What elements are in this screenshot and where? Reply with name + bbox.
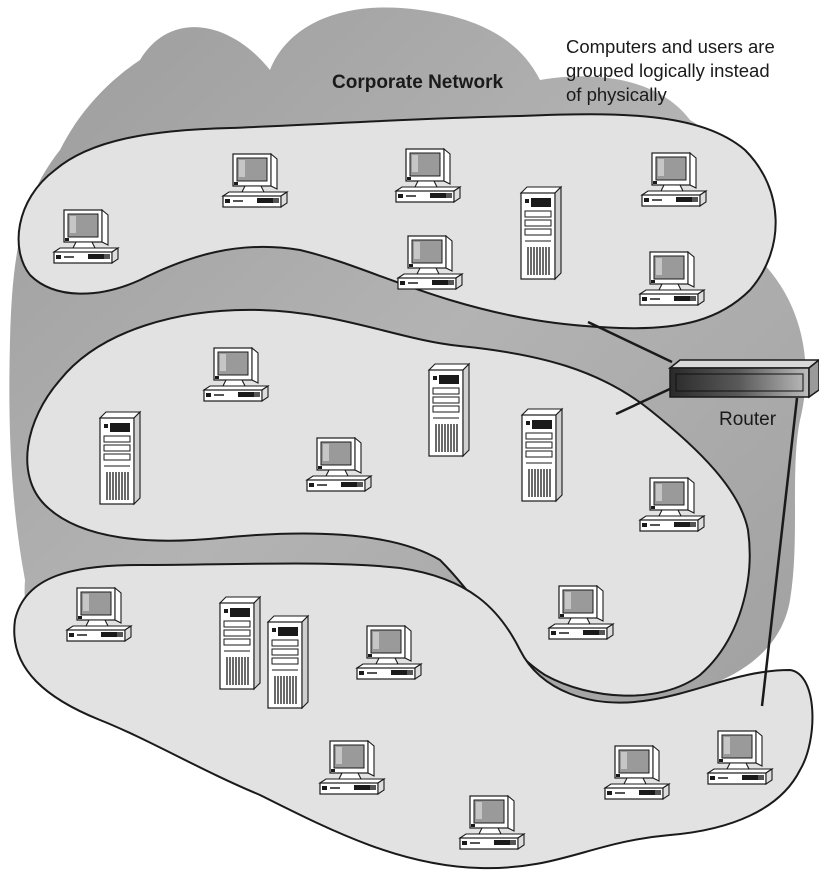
router-label: Router bbox=[719, 409, 777, 430]
workstation-icon bbox=[641, 152, 707, 207]
note-line-3: of physically bbox=[566, 84, 668, 105]
workstation-icon bbox=[306, 437, 372, 492]
note-line-2: grouped logically instead bbox=[566, 60, 770, 81]
workstation-icon bbox=[707, 730, 773, 785]
workstation-icon bbox=[203, 347, 269, 402]
router-link-top-group bbox=[587, 320, 673, 364]
workstation-icon bbox=[548, 585, 614, 640]
workstation-icon bbox=[395, 148, 461, 203]
workstation-icon bbox=[222, 153, 288, 208]
diagram-title: Corporate Network bbox=[332, 72, 503, 93]
note-line-1: Computers and users are bbox=[566, 36, 775, 57]
top-group-outline bbox=[17, 113, 777, 330]
router-link-middle-group bbox=[615, 386, 673, 416]
server-icon bbox=[267, 615, 309, 709]
workstation-icon bbox=[639, 251, 705, 306]
workstation-icon bbox=[66, 587, 132, 642]
workstation-icon bbox=[53, 209, 119, 264]
server-icon bbox=[99, 411, 141, 505]
router-link-bottom-group bbox=[760, 397, 799, 707]
workstation-icon bbox=[319, 740, 385, 795]
server-icon bbox=[521, 408, 563, 502]
server-icon bbox=[428, 363, 470, 457]
workstation-icon bbox=[356, 625, 422, 680]
workstation-icon bbox=[639, 477, 705, 532]
workstation-icon bbox=[459, 795, 525, 850]
workstation-icon bbox=[604, 745, 670, 800]
server-icon bbox=[219, 596, 261, 690]
server-icon bbox=[520, 186, 562, 280]
workstation-icon bbox=[397, 235, 463, 290]
router-icon bbox=[667, 359, 819, 399]
